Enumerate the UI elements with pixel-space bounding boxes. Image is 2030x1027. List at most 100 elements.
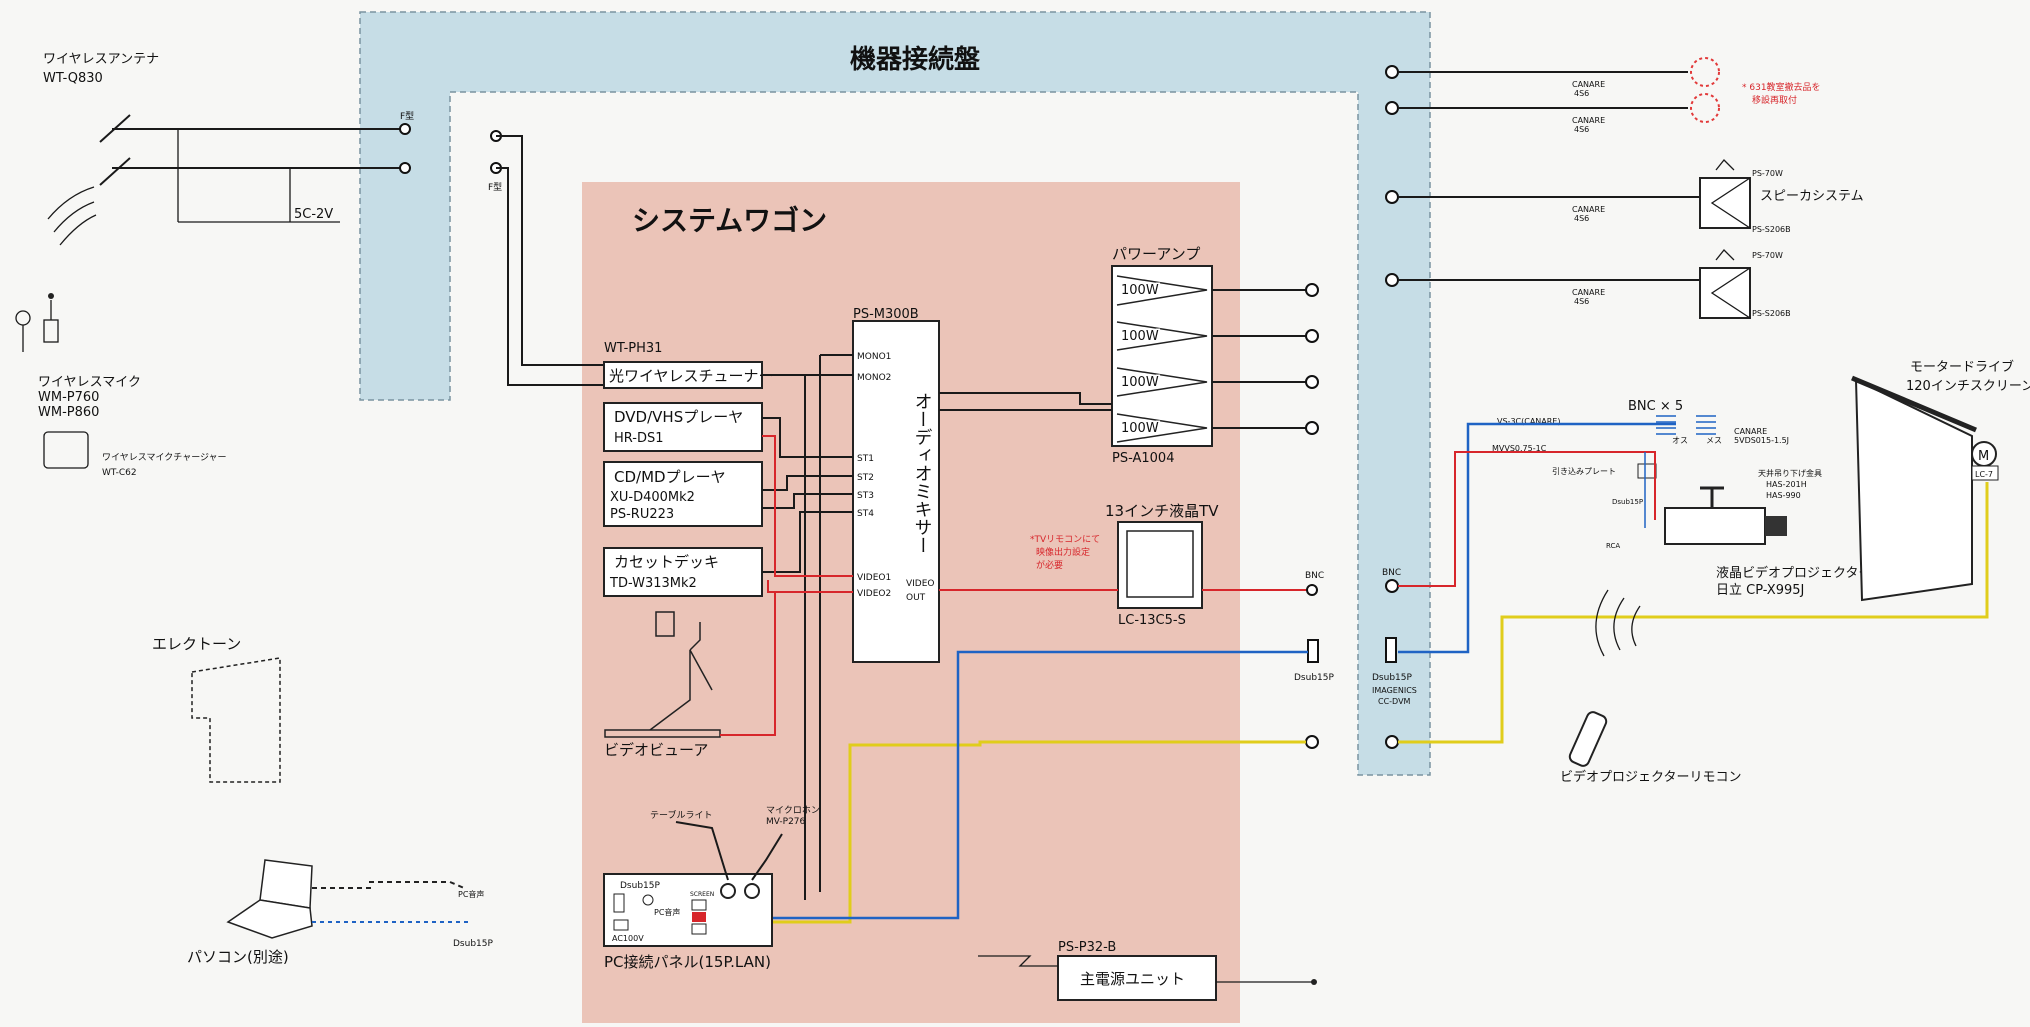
svg-text:ビデオプロジェクターリモコン: ビデオプロジェクターリモコン <box>1560 769 1741 785</box>
ftype-right: F型 <box>488 182 502 193</box>
pc-connection-panel: Dsub15P PC音声 AC100V SCREEN <box>603 873 773 947</box>
mixer-name: オーディオミキサー <box>912 392 933 554</box>
electone: エレクトーン <box>152 635 281 783</box>
panel-out-1 <box>1385 65 1399 79</box>
svg-text:Dsub15P: Dsub15P <box>620 881 660 891</box>
svg-text:Dsub15P: Dsub15P <box>1372 673 1412 683</box>
bnc-panel-label: BNC <box>1382 568 1401 578</box>
svg-text:モータードライブ: モータードライブ <box>1910 359 2014 375</box>
panel-out-2 <box>1385 101 1399 115</box>
tv-note: *TVリモコンにて 映像出力設定 が必要 <box>1030 534 1100 571</box>
pc-audio-label: PC音声 <box>458 889 484 899</box>
svg-text:XU-D400Mk2: XU-D400Mk2 <box>610 490 695 505</box>
dsub-left: Dsub15P <box>1294 639 1334 683</box>
svg-text:VIDEO: VIDEO <box>906 579 935 589</box>
speaker-out-1 <box>1305 283 1319 297</box>
svg-text:CANARE: CANARE <box>1572 80 1605 89</box>
svg-text:PS-70W: PS-70W <box>1752 169 1783 178</box>
svg-text:100W: 100W <box>1121 283 1159 298</box>
wireless-antenna: ワイヤレスアンテナ WT-Q830 5C-2V <box>43 52 405 246</box>
wireless-mic: ワイヤレスマイク WM-P760 WM-P860 <box>15 293 141 420</box>
motor-screen: モータードライブ 120インチスクリーン M LC-7 <box>1851 359 2030 602</box>
antenna-cable: 5C-2V <box>294 207 333 222</box>
svg-text:*TVリモコンにて: *TVリモコンにて <box>1030 534 1100 545</box>
svg-text:WM-P860: WM-P860 <box>38 405 99 420</box>
speaker-out-2 <box>1305 329 1319 343</box>
svg-text:メス: メス <box>1706 436 1722 445</box>
amp-name: パワーアンプ <box>1112 245 1200 263</box>
svg-text:HAS-990: HAS-990 <box>1766 491 1801 500</box>
laptop-pc: パソコン(別途) <box>187 859 313 966</box>
svg-text:ST2: ST2 <box>857 473 874 483</box>
speaker-system-label: スピーカシステム <box>1760 189 1864 204</box>
svg-text:PS-RU223: PS-RU223 <box>610 507 674 522</box>
svg-text:DVD/VHSプレーヤ: DVD/VHSプレーヤ <box>614 408 743 426</box>
svg-text:IMAGENICS: IMAGENICS <box>1372 686 1417 695</box>
svg-text:CANARE: CANARE <box>1572 288 1605 297</box>
panel-title: 機器接続盤 <box>850 44 981 75</box>
mic-charger: ワイヤレスマイクチャージャー WT-C62 <box>43 431 227 478</box>
svg-text:PS-S206B: PS-S206B <box>1752 225 1791 234</box>
svg-text:4S6: 4S6 <box>1574 214 1589 223</box>
bnc-terminal-wagon <box>1306 584 1318 596</box>
audio-mixer: MONO1 MONO2 ST1 ST2 ST3 ST4 VIDEO1 VIDEO… <box>852 320 940 663</box>
projector-cabling: BNC × 5 VS-3C(CANARE) MVVS0.75-1C CANARE… <box>1492 399 1789 550</box>
power-unit-model: PS-P32-B <box>1058 940 1116 955</box>
svg-text:マイクロホン: マイクロホン <box>766 805 820 816</box>
svg-text:光ワイヤレスチューナー: 光ワイヤレスチューナー <box>609 367 774 385</box>
svg-text:WT-C62: WT-C62 <box>102 468 137 478</box>
svg-text:4S6: 4S6 <box>1574 89 1589 98</box>
svg-text:引き込みプレート: 引き込みプレート <box>1552 467 1616 476</box>
svg-text:主電源ユニット: 主電源ユニット <box>1080 970 1185 988</box>
svg-text:4S6: 4S6 <box>1574 125 1589 134</box>
tv-name: 13インチ液晶TV <box>1105 502 1219 520</box>
svg-text:VIDEO1: VIDEO1 <box>857 573 891 583</box>
svg-text:AC100V: AC100V <box>612 934 644 943</box>
svg-text:100W: 100W <box>1121 329 1159 344</box>
bnc-terminal-panel <box>1385 579 1399 593</box>
svg-text:120インチスクリーン: 120インチスクリーン <box>1906 379 2030 394</box>
antenna-terminal-1 <box>399 123 411 135</box>
speaker-out-3 <box>1305 375 1319 389</box>
svg-text:4S6: 4S6 <box>1574 297 1589 306</box>
svg-text:5VDS015-1.5J: 5VDS015-1.5J <box>1734 436 1789 445</box>
svg-text:BNC × 5: BNC × 5 <box>1628 399 1683 414</box>
antenna-name: ワイヤレスアンテナ <box>43 52 159 67</box>
svg-text:* 631教室撤去品を: * 631教室撤去品を <box>1742 81 1821 93</box>
svg-text:が必要: が必要 <box>1036 559 1063 571</box>
svg-text:ワイヤレスマイク: ワイヤレスマイク <box>38 375 141 390</box>
lcd-projector: 天井吊り下げ金具 HAS-201H HAS-990 <box>1664 468 1822 545</box>
svg-text:Dsub15P: Dsub15P <box>1612 498 1643 506</box>
svg-text:パソコン(別途): パソコン(別途) <box>187 948 289 966</box>
svg-text:HAS-201H: HAS-201H <box>1766 480 1807 489</box>
removed-note: * 631教室撤去品を 移設再取付 <box>1742 81 1821 106</box>
ftype-left: F型 <box>400 111 414 122</box>
lcd-tv <box>1117 521 1203 609</box>
antenna-model: WT-Q830 <box>43 71 103 86</box>
dsub-right: Dsub15P IMAGENICS CC-DVM <box>1372 637 1417 706</box>
svg-text:CANARE: CANARE <box>1572 205 1605 214</box>
wagon-title: システムワゴン <box>632 204 827 237</box>
svg-text:MV-P276: MV-P276 <box>766 817 806 827</box>
svg-text:100W: 100W <box>1121 421 1159 436</box>
svg-text:ST3: ST3 <box>857 491 874 501</box>
projector-name: 液晶ビデオプロジェクター <box>1716 565 1871 581</box>
projector-maker: 日立 CP-X995J <box>1716 583 1804 598</box>
connection-panel-region <box>359 11 1431 776</box>
svg-text:OUT: OUT <box>906 593 926 603</box>
svg-text:エレクトーン: エレクトーン <box>152 635 241 653</box>
svg-text:LC-7: LC-7 <box>1975 470 1993 479</box>
svg-text:ワイヤレスマイクチャージャー: ワイヤレスマイクチャージャー <box>102 452 227 463</box>
mixer-model: PS-M300B <box>853 307 919 322</box>
svg-text:映像出力設定: 映像出力設定 <box>1036 546 1090 558</box>
yellow-terminal-wagon <box>1305 735 1319 749</box>
svg-text:PC音声: PC音声 <box>654 907 680 917</box>
cassette-deck: カセットデッキ TD-W313Mk2 <box>603 547 763 597</box>
svg-text:WM-P760: WM-P760 <box>38 390 99 405</box>
amp-model: PS-A1004 <box>1112 451 1174 466</box>
svg-text:PS-S206B: PS-S206B <box>1752 309 1791 318</box>
svg-text:移設再取付: 移設再取付 <box>1752 94 1797 106</box>
antenna-terminal-2 <box>399 162 411 174</box>
svg-text:MONO2: MONO2 <box>857 373 891 383</box>
